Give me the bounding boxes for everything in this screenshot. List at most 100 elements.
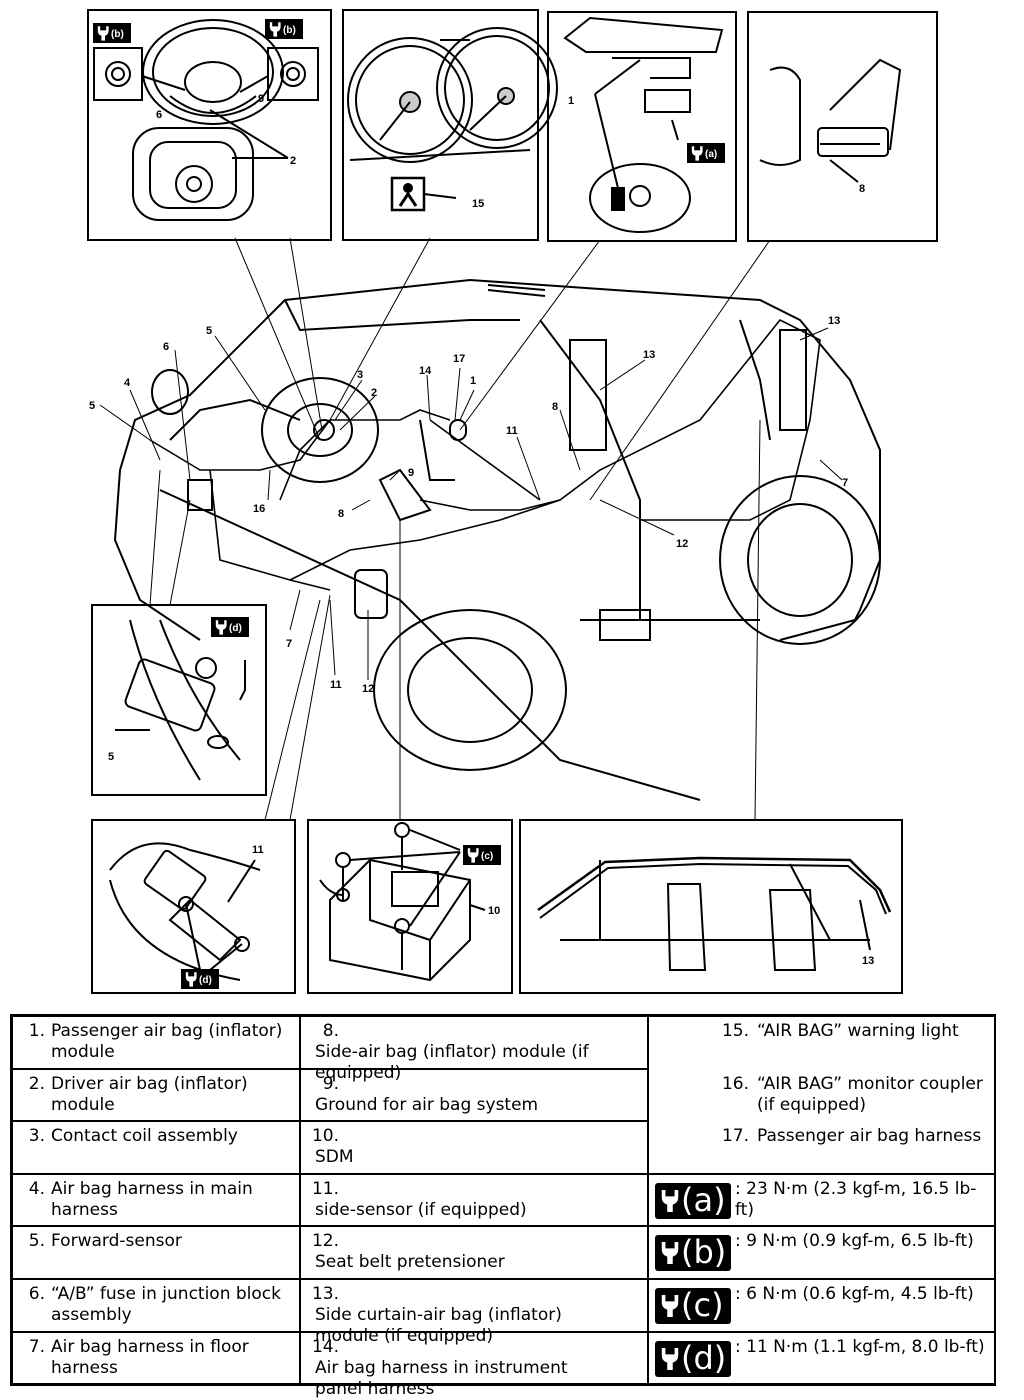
callout-7-a: 7 bbox=[842, 477, 848, 489]
inset-sdm bbox=[307, 819, 513, 994]
callout-1-a: 1 bbox=[568, 95, 574, 107]
callout-6-b: 6 bbox=[163, 341, 169, 353]
callout-11-a: 11 bbox=[506, 425, 518, 437]
callout-5-a: 5 bbox=[206, 325, 212, 337]
legend-cell: 8.Side-air bag (inflator) module (if equ… bbox=[300, 1016, 648, 1083]
leader-lines bbox=[99, 237, 843, 821]
legend-item-number: 8. bbox=[322, 1021, 339, 1041]
inset-steering-wheel bbox=[87, 9, 332, 241]
legend-cell: 13.Side curtain-air bag (inflator) modul… bbox=[300, 1279, 648, 1346]
callout-10: 10 bbox=[488, 905, 500, 917]
wrench-icon bbox=[661, 1189, 679, 1212]
legend-table: 1.Passenger air bag (inflator) module 2. D… bbox=[10, 1014, 996, 1399]
callout-11-c: 11 bbox=[252, 844, 264, 856]
badge-b-right-label: (b) bbox=[283, 25, 296, 36]
legend-item-number: 9. bbox=[322, 1073, 339, 1094]
callout-3: 3 bbox=[357, 369, 363, 381]
badge-b-left-label: (b) bbox=[111, 29, 124, 40]
legend-item-number: 1. bbox=[28, 1021, 45, 1041]
callout-2-a: 2 bbox=[290, 155, 296, 167]
legend-item-text: Seat belt pretensioner bbox=[315, 1252, 505, 1273]
callout-16: 16 bbox=[253, 503, 265, 515]
legend-item-number: 3. bbox=[28, 1126, 45, 1147]
legend-cell: 3. Contact coil assembly bbox=[12, 1121, 300, 1174]
badge-c-label: (c) bbox=[481, 851, 493, 862]
legend-item-text: Air bag harness in floor harness bbox=[51, 1336, 249, 1378]
callout-13-a: 13 bbox=[643, 349, 655, 361]
legend-cell: 6.“A/B” fuse in junction block assembly bbox=[12, 1279, 300, 1332]
legend-item-text: Driver air bag (inflator) module bbox=[51, 1073, 248, 1115]
legend-item-text: Forward-sensor bbox=[51, 1231, 182, 1252]
legend-item-number: 12. bbox=[311, 1231, 339, 1252]
legend-item-text: Passenger air bag harness bbox=[757, 1126, 982, 1147]
callout-8-b: 8 bbox=[552, 401, 558, 413]
legend-list-item: 16.“AIR BAG” monitor coupler (if equippe… bbox=[657, 1074, 989, 1127]
legend-list-item: 15. “AIR BAG” warning light bbox=[657, 1021, 989, 1074]
legend-item-text: Air bag harness in instrument panel harn… bbox=[315, 1357, 568, 1399]
torque-letter: (a) bbox=[681, 1180, 726, 1219]
torque-wrench-badge: (d) bbox=[655, 1338, 731, 1377]
legend-item-number: 15. bbox=[721, 1021, 749, 1041]
legend-item-text: Contact coil assembly bbox=[51, 1126, 238, 1147]
legend-cell: 10.SDM bbox=[300, 1121, 648, 1174]
callout-13-c: 13 bbox=[862, 955, 874, 967]
legend-item-text: “AIR BAG” monitor coupler (if equipped) bbox=[757, 1073, 983, 1115]
torque-wrench-badge: (c) bbox=[655, 1286, 731, 1324]
callout-12-b: 12 bbox=[362, 683, 374, 695]
legend-list-item: 17. Passenger air bag harness bbox=[657, 1126, 989, 1179]
legend-cell: 14.Air bag harness in instrument panel h… bbox=[300, 1331, 648, 1399]
legend-cell: 15. “AIR BAG” warning light 16.“AIR BAG” m… bbox=[648, 1016, 996, 1174]
callout-8-a: 8 bbox=[859, 183, 865, 195]
inset-side-sensor bbox=[91, 819, 296, 994]
callout-11-b: 11 bbox=[330, 679, 342, 691]
torque-wrench-badge: (a) bbox=[655, 1180, 731, 1219]
legend-item-number: 4. bbox=[28, 1178, 45, 1199]
legend-item-text: Air bag harness in main harness bbox=[51, 1178, 253, 1220]
legend-cell: 1.Passenger air bag (inflator) module bbox=[12, 1016, 300, 1069]
legend-item-text: Ground for air bag system bbox=[315, 1094, 539, 1115]
torque-letter: (b) bbox=[681, 1233, 727, 1272]
legend-item-text: “AIR BAG” warning light bbox=[757, 1021, 959, 1041]
callout-5-c: 5 bbox=[108, 751, 114, 763]
legend-cell: 12.Seat belt pretensioner bbox=[300, 1226, 648, 1279]
wrench-icon bbox=[661, 1242, 679, 1265]
wrench-icon bbox=[661, 1347, 679, 1370]
legend-item-number: 10. bbox=[311, 1126, 339, 1147]
torque-badge-b-left bbox=[93, 23, 131, 43]
wiring-harness bbox=[149, 318, 821, 591]
inset-instrument-cluster bbox=[342, 9, 558, 241]
callout-5-b: 5 bbox=[89, 400, 95, 412]
legend-cell: 4. Air bag harness in main harness bbox=[12, 1173, 300, 1227]
legend-item-number: 11. bbox=[311, 1178, 339, 1199]
torque-badge-b-right bbox=[265, 19, 303, 39]
callout-1-b: 1 bbox=[470, 375, 476, 387]
legend-item-number: 17. bbox=[721, 1126, 749, 1147]
vehicle-outline bbox=[113, 278, 881, 801]
legend-item-number: 7. bbox=[28, 1336, 45, 1357]
torque-value: : 23 N·m (2.3 kgf-m, 16.5 lb-ft) bbox=[735, 1178, 977, 1220]
legend-item-text: SDM bbox=[315, 1147, 354, 1168]
torque-value: : 9 N·m (0.9 kgf-m, 6.5 lb-ft) bbox=[735, 1231, 974, 1252]
badge-a-label: (a) bbox=[705, 149, 717, 160]
torque-wrench-badge: (b) bbox=[655, 1233, 731, 1272]
callout-2-b: 2 bbox=[371, 387, 377, 399]
legend-cell: 5. Forward-sensor bbox=[12, 1226, 300, 1279]
legend-cell: 9.Ground for air bag system bbox=[300, 1068, 648, 1122]
torque-spec-cell: (b) : 9 N·m (0.9 kgf-m, 6.5 lb-ft) bbox=[648, 1226, 996, 1279]
callout-8-c: 8 bbox=[338, 508, 344, 520]
callout-13-b: 13 bbox=[828, 315, 840, 327]
inset-passenger-airbag bbox=[547, 11, 737, 242]
torque-spec-cell: (a): 23 N·m (2.3 kgf-m, 16.5 lb-ft) bbox=[648, 1173, 996, 1227]
torque-letter: (d) bbox=[681, 1338, 727, 1377]
wrench-icon bbox=[661, 1295, 679, 1317]
callout-12-a: 12 bbox=[676, 538, 688, 550]
legend-item-number: 2. bbox=[28, 1073, 45, 1094]
torque-value: : 11 N·m (1.1 kgf-m, 8.0 lb-ft) bbox=[735, 1336, 985, 1357]
torque-spec-cell: (d) : 11 N·m (1.1 kgf-m, 8.0 lb-ft) bbox=[648, 1331, 996, 1385]
torque-letter: (c) bbox=[681, 1286, 724, 1324]
legend-cell: 2. Driver air bag (inflator) module bbox=[12, 1068, 300, 1122]
callout-6-a: 6 bbox=[156, 109, 162, 121]
legend-item-number: 14. bbox=[311, 1336, 339, 1357]
callout-9-b: 9 bbox=[408, 467, 414, 479]
legend-item-number: 5. bbox=[28, 1231, 45, 1252]
